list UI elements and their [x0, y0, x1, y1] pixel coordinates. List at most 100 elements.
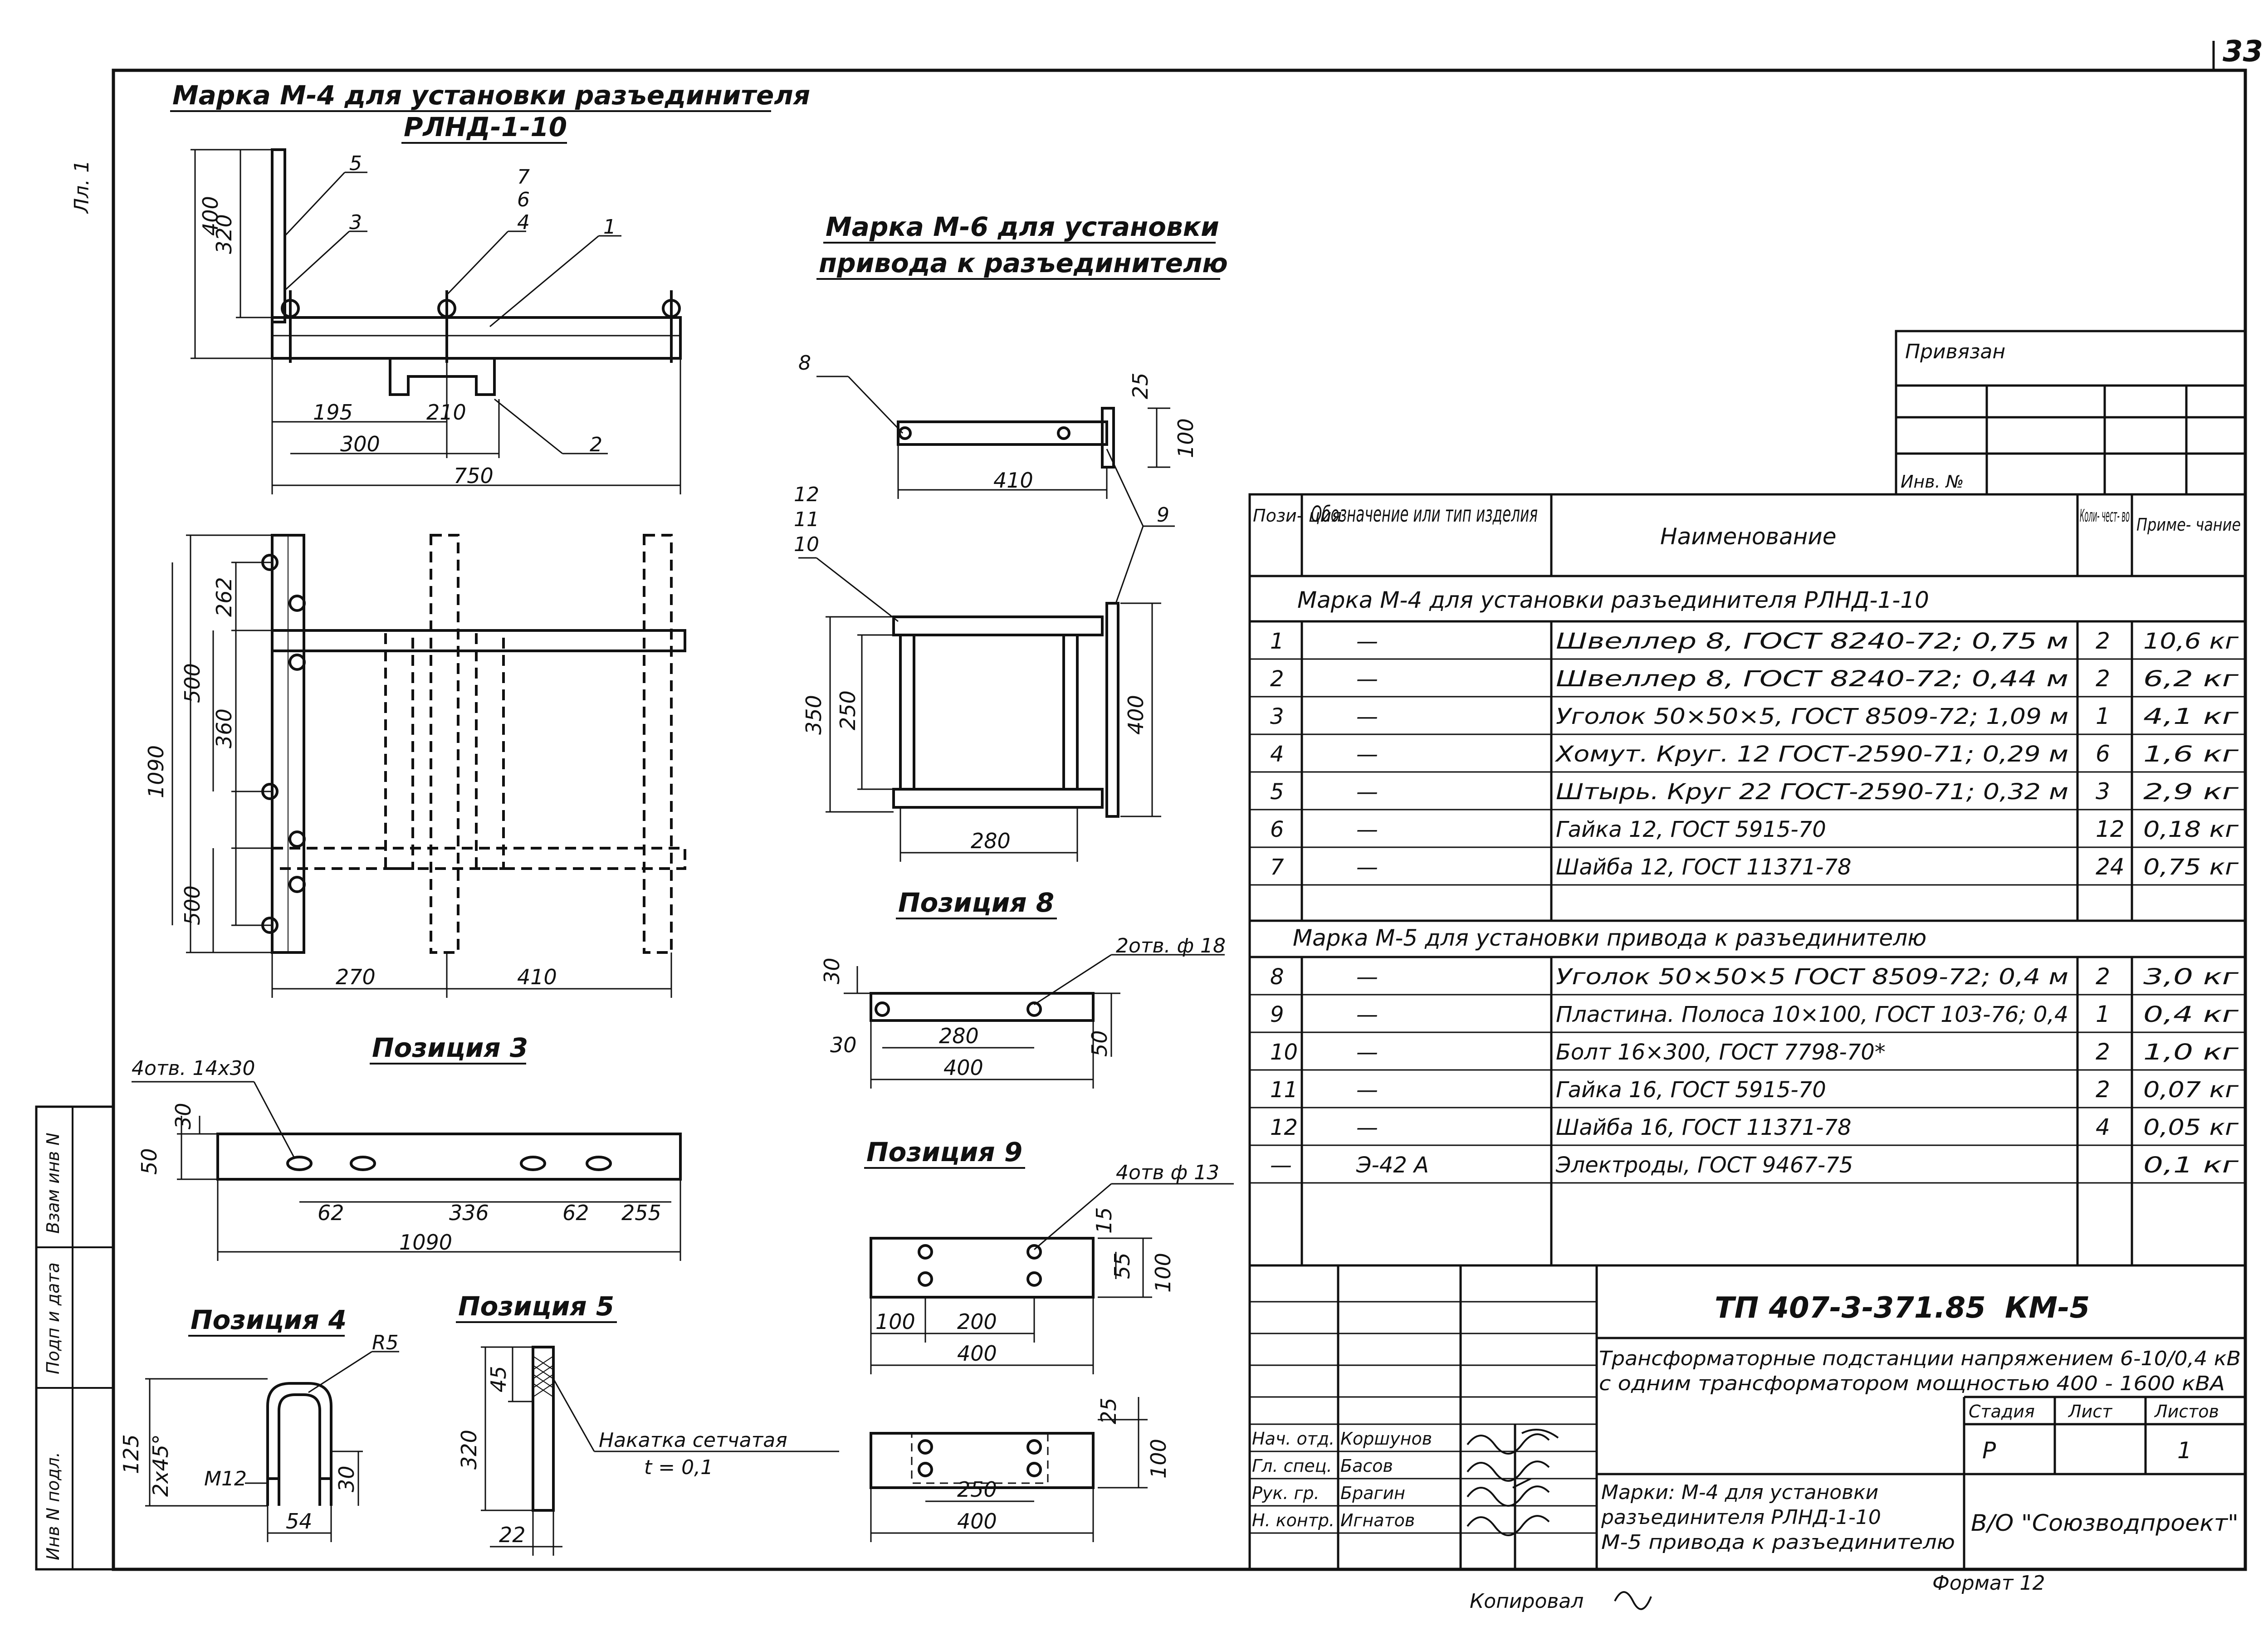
spec-cell-designation: — [1356, 629, 1378, 654]
spec-cell-note: 10,6 кг [2143, 629, 2239, 654]
spec-cell-qty: 12 [2096, 816, 2125, 842]
spec-cell-pos: 4 [1270, 742, 1284, 767]
m6-dim-100: 100 [1173, 418, 1198, 458]
spec-cell-pos: 5 [1270, 779, 1284, 805]
privyazan-block: Привязан Инв. № [1895, 330, 2247, 496]
spec-cell-note: 3,0 кг [2143, 964, 2239, 990]
spec-cell-pos: 3 [1270, 704, 1284, 729]
pos5-note-1: Накатка сетчатая [599, 1429, 787, 1452]
pos8-dim-30b: 30 [830, 1033, 857, 1057]
m4-callout-1: 1 [603, 215, 616, 239]
pos9-dim-400a: 400 [957, 1341, 997, 1366]
format-label: Формат 12 [1932, 1572, 2045, 1595]
pos4-dim-30: 30 [334, 1465, 359, 1492]
pos8-holes: 2отв. ф 18 [1116, 934, 1226, 957]
pos8-title: Позиция 8 [898, 887, 1054, 918]
role-4: Н. контр. [1252, 1510, 1334, 1530]
sheets-header: Листов [2154, 1402, 2219, 1421]
pos4-thread: М12 [204, 1467, 247, 1490]
stage-header: Стадия [1969, 1402, 2035, 1421]
spec-cell-qty: 24 [2096, 854, 2125, 880]
stage-value: Р [1982, 1437, 1996, 1464]
m4-dim-500b: 500 [180, 885, 205, 925]
spec-cell-designation: — [1356, 1002, 1378, 1027]
m6-callout-9: 9 [1157, 503, 1169, 527]
pos9-dim-200: 200 [957, 1309, 997, 1334]
pos4-dim-54: 54 [286, 1509, 313, 1533]
organization: В/О "Союзводпроект" [1971, 1510, 2239, 1536]
doc-mark: КМ-5 [2005, 1291, 2090, 1325]
spec-cell-designation: — [1356, 779, 1378, 805]
pos5-dim-22: 22 [499, 1523, 526, 1547]
pos9-holes: 4отв ф 13 [1116, 1161, 1219, 1184]
side-stamp [35, 1105, 115, 1571]
spec-cell-name: Пластина. Полоса 10×100, ГОСТ 103-76; 0,… [1556, 1002, 2068, 1027]
spec-cell-designation: Э-42 А [1356, 1153, 1429, 1178]
spec-cell-pos: — [1270, 1153, 1292, 1178]
m4-dim-195: 195 [313, 400, 353, 425]
pos9-dim-400b: 400 [957, 1509, 997, 1533]
m4-dim-270: 270 [336, 965, 376, 989]
side-stamp-replace: Взам инв N [43, 1133, 63, 1234]
pos8-dim-30a: 30 [820, 957, 844, 984]
spec-cell-name: Хомут. Круг. 12 ГОСТ-2590-71; 0,29 м [1554, 742, 2068, 767]
spec-cell-note: 4,1 кг [2143, 704, 2239, 729]
spec-cell-name: Электроды, ГОСТ 9467-75 [1555, 1153, 1853, 1178]
m6-title-1: Марка М-6 для установки [826, 211, 1219, 242]
m4-callout-6: 6 [517, 188, 530, 211]
spec-head-pos-text: Пози- ция [1253, 506, 1342, 526]
m4-dim-262: 262 [212, 577, 236, 617]
spec-head-name: Наименование [1660, 523, 1837, 550]
role-name-1: Коршунов [1340, 1429, 1432, 1449]
spec-head-note: Приме- чание [2136, 515, 2241, 535]
spec-cell-note: 0,75 кг [2143, 855, 2239, 880]
pos3-dim-30: 30 [171, 1103, 196, 1129]
pos3-dim-62a: 62 [318, 1201, 344, 1225]
spec-cell-designation: — [1356, 666, 1378, 692]
pos4-dim-2x45: 2х45° [148, 1434, 173, 1497]
marks-line-2: разъединителя РЛНД-1-10 [1601, 1506, 1881, 1529]
pos8-dim-50: 50 [1087, 1030, 1112, 1057]
spec-cell-qty: 1 [2096, 1001, 2110, 1027]
m6-dim-400: 400 [1124, 695, 1148, 735]
m4-dim-400: 400 [198, 196, 223, 236]
copied-signature [1614, 1591, 1652, 1610]
spec-cell-name: Гайка 16, ГОСТ 5915-70 [1556, 1077, 1826, 1103]
spec-head-pos: Пози- ция [1253, 506, 1342, 526]
pos9-drawing: Позиция 9 4отв ф 13 [864, 1137, 1234, 1542]
role-name-2: Басов [1340, 1456, 1393, 1476]
spec-cell-designation: — [1356, 855, 1378, 880]
m4-dim-410: 410 [517, 965, 557, 989]
spec-cell-pos: 10 [1270, 1040, 1298, 1065]
m6-callout-12: 12 [794, 483, 819, 506]
role-1: Нач. отд. [1252, 1429, 1334, 1449]
spec-cell-pos: 9 [1270, 1002, 1284, 1027]
spec-cell-note: 0,05 кг [2143, 1115, 2239, 1140]
spec-head-qty: Коли- чест- во [2080, 506, 2130, 526]
spec-group-m5: Марка М-5 для установки привода к разъед… [1293, 925, 1926, 951]
pos4-radius: R5 [372, 1331, 399, 1354]
spec-cell-note: 6,2 кг [2143, 666, 2239, 692]
spec-cell-name: Уголок 50×50×5, ГОСТ 8509-72; 1,09 м [1556, 704, 2068, 729]
m4-callout-3: 3 [349, 211, 362, 234]
role-name-3: Брагин [1340, 1483, 1405, 1503]
m6-dim-250: 250 [836, 690, 860, 730]
spec-cell-designation: — [1356, 817, 1378, 842]
m4-title-2: РЛНД-1-10 [404, 112, 567, 142]
doc-desc-2: с одним трансформатором мощностью 400 - … [1599, 1372, 2225, 1395]
pos5-dim-45: 45 [486, 1366, 511, 1392]
spec-cell-qty: 2 [2096, 1076, 2110, 1103]
sheets-value: 1 [2177, 1437, 2192, 1464]
spec-cell-designation: — [1356, 964, 1378, 990]
pos5-drawing: Позиция 5 320 45 22 Накатка сетчатая t =… [456, 1291, 839, 1556]
spec-cell-pos: 8 [1270, 964, 1284, 990]
spec-cell-qty: 2 [2096, 963, 2110, 990]
pos5-title: Позиция 5 [458, 1291, 614, 1322]
